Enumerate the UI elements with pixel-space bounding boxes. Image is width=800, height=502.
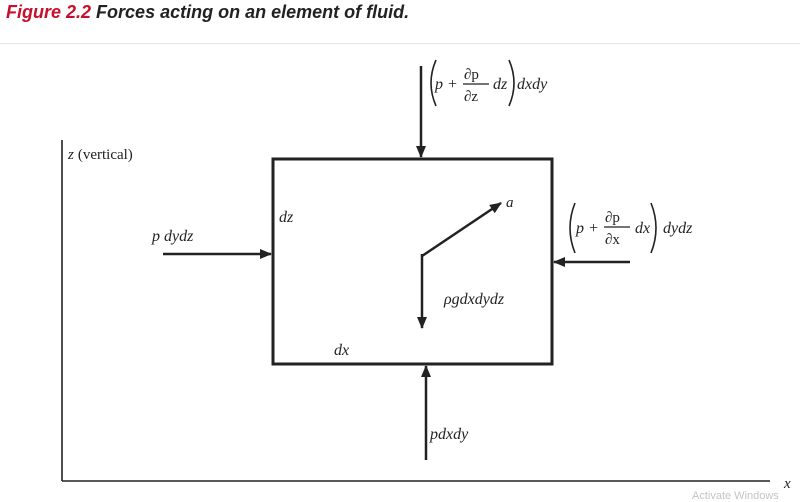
right-right-paren <box>650 202 657 254</box>
svg-text:+: + <box>589 220 598 237</box>
z-axis-label: z(vertical) <box>67 147 133 163</box>
acceleration-label: a <box>506 195 514 211</box>
svg-text:dydz: dydz <box>663 220 693 237</box>
svg-text:p: p <box>434 76 443 93</box>
svg-text:p: p <box>575 220 584 237</box>
top-left-paren <box>430 59 437 107</box>
svg-text:dz: dz <box>493 76 508 93</box>
svg-text:dxdy: dxdy <box>517 76 548 93</box>
svg-text:+: + <box>448 76 457 93</box>
side-dz-label: dz <box>279 209 294 226</box>
svg-text:dx: dx <box>635 220 650 237</box>
activation-watermark: Activate Windows <box>692 490 779 502</box>
gravity-force-label: ρgdxdydz <box>443 291 505 308</box>
top-force-label: p + ∂p ∂z dz dxdy <box>430 59 548 107</box>
left-force-label: p dydz <box>151 228 194 245</box>
figure-title: Forces acting on an element of fluid. <box>96 2 410 22</box>
bottom-force-label: pdxdy <box>429 426 469 443</box>
svg-text:∂x: ∂x <box>605 232 620 248</box>
svg-text:∂p: ∂p <box>464 67 479 83</box>
figure-number: Figure 2.2 <box>6 2 92 22</box>
x-axis-label: x <box>783 476 791 492</box>
svg-text:∂z: ∂z <box>464 89 478 105</box>
figure-caption: Figure 2.2 Forces acting on an element o… <box>6 2 409 23</box>
right-force-label: p + ∂p ∂x dx dydz <box>569 202 693 254</box>
svg-text:∂p: ∂p <box>605 210 620 226</box>
top-right-paren <box>508 59 515 107</box>
caption-divider <box>0 43 800 44</box>
fluid-element-box <box>271 157 554 366</box>
right-left-paren <box>569 202 576 254</box>
acceleration-arrow <box>421 201 502 258</box>
side-dx-label: dx <box>334 342 349 359</box>
